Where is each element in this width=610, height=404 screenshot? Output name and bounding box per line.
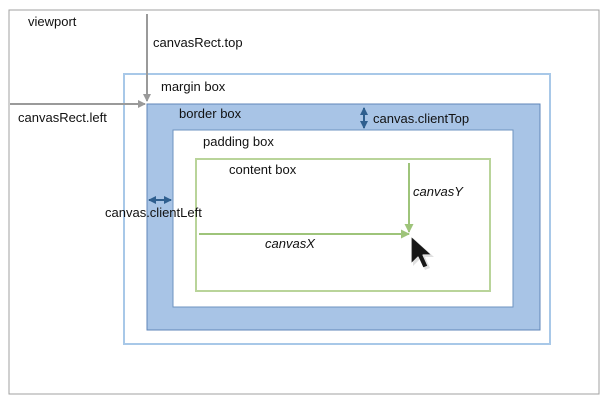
canvas-y-label: canvasY: [413, 184, 464, 199]
canvas-rect-left-label: canvasRect.left: [18, 110, 107, 125]
canvas-x-label: canvasX: [265, 236, 316, 251]
padding-box-label: padding box: [203, 134, 274, 149]
border-box-label: border box: [179, 106, 242, 121]
content-box-label: content box: [229, 162, 297, 177]
viewport-label: viewport: [28, 14, 77, 29]
mouse-pointer-icon: [410, 235, 434, 270]
margin-box-label: margin box: [161, 79, 226, 94]
canvas-rect-top-label: canvasRect.top: [153, 35, 243, 50]
canvas-client-top-label: canvas.clientTop: [373, 111, 469, 126]
content-box: [195, 158, 491, 292]
canvas-client-left-label: canvas.clientLeft: [105, 205, 202, 220]
